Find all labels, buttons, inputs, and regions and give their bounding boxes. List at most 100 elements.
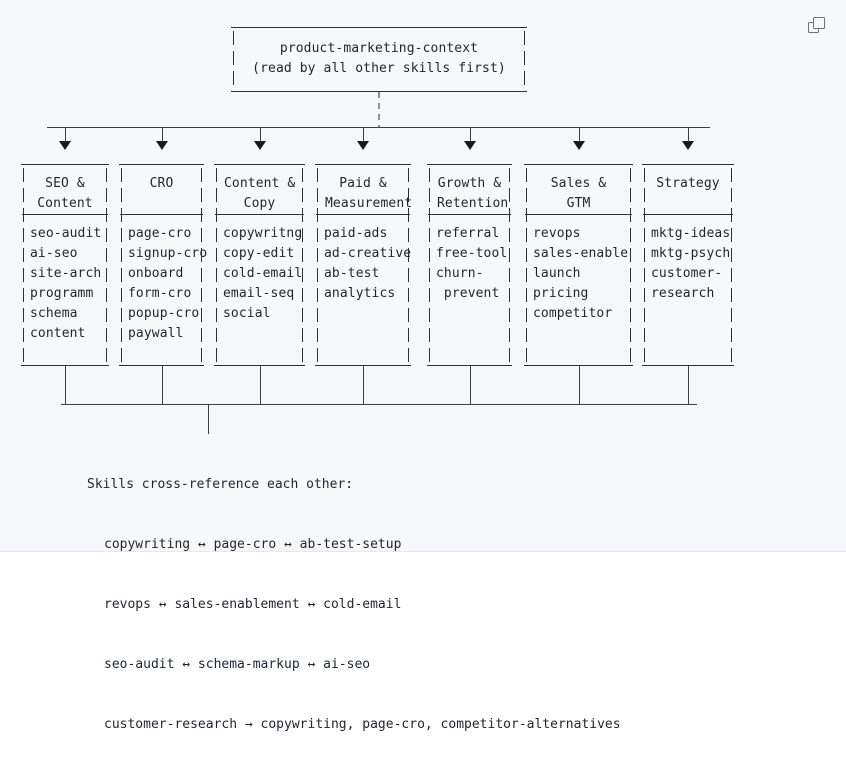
column-header-cro: CRO [119, 165, 204, 214]
column-item[interactable]: popup-cro [128, 306, 200, 322]
column-item[interactable]: sales-enable [533, 246, 629, 262]
column-item[interactable]: ad-creative [324, 246, 412, 262]
column-arrowhead-seo-content [59, 141, 71, 150]
column-drop-strategy [688, 366, 690, 404]
column-header-strategy: Strategy [642, 165, 734, 214]
column-item[interactable]: site-arch [30, 266, 102, 282]
column-item[interactable]: referral [436, 226, 500, 242]
column-header-paid-measurement: Paid &Measurement [315, 165, 413, 214]
column-item[interactable]: churn- [436, 266, 484, 282]
column-arrowhead-content-copy [253, 141, 266, 150]
column-header-line: Content & [224, 176, 296, 191]
column-items-paid-measurement: paid-ads ad-creative ab-test analytics [315, 215, 411, 344]
bus-drop-content-copy [259, 127, 261, 142]
column-item[interactable]: free-tool [436, 246, 508, 262]
column-item[interactable]: pricing [533, 286, 589, 302]
column-items-seo-content: seo-audit ai-seo site-arch programm schema co… [21, 215, 109, 344]
column-item[interactable]: content [30, 326, 86, 342]
column-box-cro: CRO page-cro signup-cro onboard form-cro pop… [119, 164, 208, 366]
column-header-growth-retention: Growth &Retention [427, 165, 512, 214]
column-header-rule [120, 214, 203, 216]
distribution-bus [47, 127, 710, 129]
column-item[interactable]: programm [30, 286, 94, 302]
column-item[interactable] [651, 324, 725, 344]
column-drop-content-copy [259, 366, 261, 404]
column-item[interactable]: prevent [436, 286, 500, 302]
column-item[interactable]: launch [533, 266, 581, 282]
copy-icon[interactable] [808, 17, 830, 39]
column-item[interactable]: mktg-ideas [651, 226, 731, 242]
column-item[interactable]: signup-cro [128, 246, 208, 262]
column-header-content-copy: Content &Copy [214, 165, 305, 214]
column-item[interactable]: paywall [128, 326, 184, 342]
bus-drop-cro [161, 127, 163, 142]
column-item[interactable]: seo-audit [30, 226, 102, 242]
column-header-rule [316, 214, 410, 216]
column-header-line: Content [37, 196, 93, 211]
column-box-paid-measurement: Paid &Measurement paid-ads ad-creative ab-t… [315, 164, 413, 366]
column-drop-sales-gtm [578, 366, 580, 404]
column-item[interactable]: ai-seo [30, 246, 78, 262]
bus-drop-strategy [688, 127, 690, 142]
column-header-line: Measurement [325, 196, 413, 211]
column-item[interactable]: onboard [128, 266, 184, 282]
column-item[interactable] [533, 324, 624, 344]
context-box: product-marketing-context (read by all o… [231, 27, 527, 92]
column-items-growth-retention: referral free-tool churn- prevent [427, 215, 512, 344]
column-header-rule [22, 214, 108, 216]
crossref-line-1: copywriting ↔ page-cro ↔ ab-test-setup [104, 537, 402, 552]
column-header-line [652, 194, 724, 214]
column-header-line [129, 194, 194, 214]
column-header-rule [643, 214, 733, 216]
column-box-sales-gtm: Sales & GTM revops sales-enable launch pricin… [524, 164, 633, 366]
column-item[interactable] [324, 304, 402, 324]
column-box-content-copy: Content &Copy copywritng copy-edit cold-ema… [214, 164, 305, 366]
column-item[interactable]: ab-test [324, 266, 380, 282]
context-box-subtitle: (read by all other skills first) [252, 61, 506, 76]
column-item[interactable] [436, 304, 503, 324]
column-item[interactable]: copywritng [223, 226, 303, 242]
column-header-line: SEO & [45, 176, 85, 191]
column-item[interactable]: cold-email [223, 266, 303, 282]
column-item[interactable]: form-cro [128, 286, 192, 302]
column-items-content-copy: copywritng copy-edit cold-email email-seq so… [214, 215, 305, 344]
column-header-line: Retention [437, 196, 509, 211]
copy-icon-front-square [813, 17, 825, 29]
column-drop-growth-retention [469, 366, 471, 404]
column-item[interactable]: research [651, 286, 715, 302]
crossref-line-3: seo-audit ↔ schema-markup ↔ ai-seo [104, 657, 371, 672]
column-item[interactable]: paid-ads [324, 226, 388, 242]
bus-drop-sales-gtm [578, 127, 580, 142]
crossref-line-4: customer-research → copywriting, page-cr… [104, 717, 621, 732]
bus-drop-paid-measurement [363, 127, 365, 142]
column-item[interactable] [324, 324, 402, 344]
column-item[interactable]: mktg-psych [651, 246, 731, 262]
column-drop-seo-content [65, 366, 67, 404]
column-item[interactable] [436, 324, 503, 344]
crossref-block: Skills cross-reference each other: copyw… [87, 435, 621, 775]
column-header-line: Sales & [550, 176, 607, 191]
column-item[interactable]: competitor [533, 306, 613, 322]
column-item[interactable]: analytics [324, 286, 396, 302]
column-item[interactable]: email-seq [223, 286, 295, 302]
column-header-sales-gtm: Sales & GTM [524, 165, 633, 214]
crossref-line-2: revops ↔ sales-enablement ↔ cold-email [104, 597, 402, 612]
column-item[interactable]: customer- [651, 266, 723, 282]
column-item[interactable]: schema [30, 306, 78, 322]
column-items-strategy: mktg-ideas mktg-psych customer-research [642, 215, 734, 344]
column-arrowhead-paid-measurement [357, 141, 369, 150]
column-arrowhead-growth-retention [463, 141, 476, 150]
aggregation-to-crossref-connector [208, 404, 210, 434]
column-item[interactable]: revops [533, 226, 581, 242]
column-arrowhead-strategy [682, 141, 694, 150]
column-header-line: CRO [149, 176, 174, 191]
column-item[interactable] [651, 304, 725, 324]
column-box-strategy: Strategy mktg-ideas mktg-psych customer-re… [642, 164, 734, 366]
column-item[interactable]: page-cro [128, 226, 192, 242]
column-item[interactable] [223, 324, 296, 344]
column-items-cro: page-cro signup-cro onboard form-cro popup-c… [119, 215, 208, 344]
column-box-seo-content: SEO & Content seo-audit ai-seo site-arch prog… [21, 164, 109, 366]
column-item[interactable]: social [223, 306, 271, 322]
column-header-line: GTM [566, 196, 591, 211]
column-item[interactable]: copy-edit [223, 246, 295, 262]
